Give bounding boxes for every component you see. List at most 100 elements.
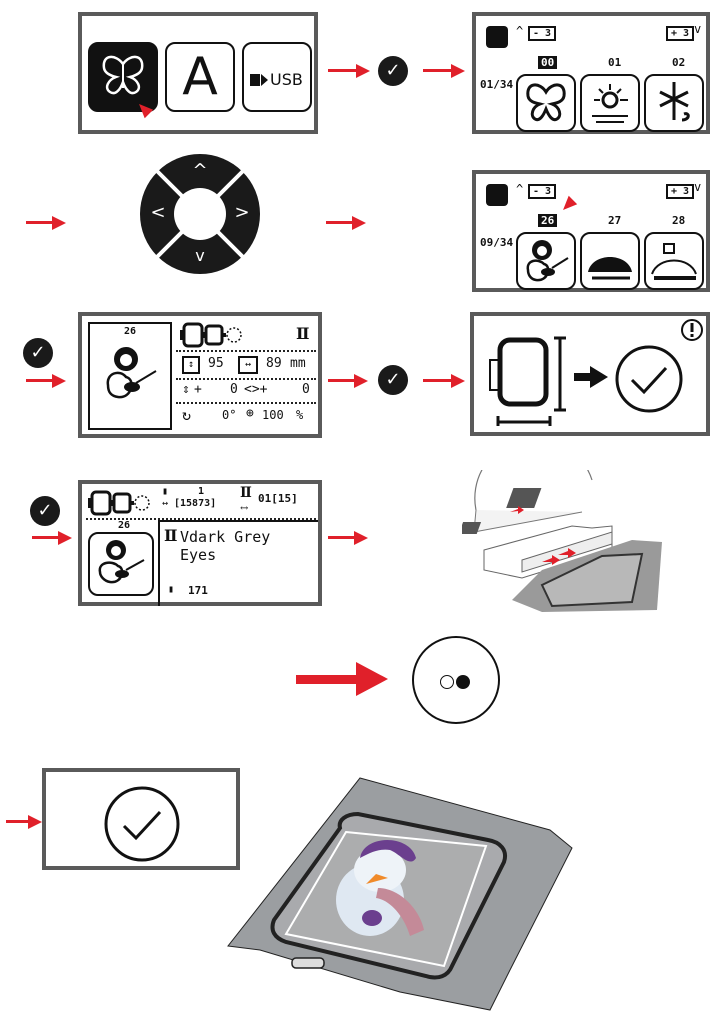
scroll-up-icon[interactable]: ^	[516, 24, 524, 38]
dpad-down-button[interactable]: v	[195, 246, 205, 265]
pointer-arrow-icon	[558, 195, 578, 215]
color-block-icon: Ⅱ↔	[240, 485, 252, 514]
sun-icon	[592, 84, 628, 123]
embroidery-mode-icon	[486, 26, 508, 48]
navigation-dpad: ^ v < >	[138, 152, 262, 276]
flow-arrow	[423, 64, 465, 78]
height-icon: ↕	[182, 356, 200, 374]
usb-button[interactable]: USB	[242, 42, 312, 112]
start-stop-button[interactable]	[412, 636, 500, 724]
design-number: 02	[672, 56, 686, 69]
zoom-value: 100	[262, 408, 284, 422]
minus-3-button[interactable]: - 3	[528, 26, 557, 41]
finished-embroidery-illustration	[227, 777, 573, 1011]
thread-number: 171	[188, 584, 208, 597]
design-number: 28	[672, 214, 686, 227]
design-number: 26	[538, 214, 558, 227]
lcd-finished	[42, 768, 240, 870]
scroll-down-icon[interactable]: v	[694, 180, 702, 194]
hoop-dimension-icon	[489, 336, 566, 426]
butterfly-icon	[102, 55, 144, 95]
flow-arrow	[423, 374, 465, 388]
butterfly-icon	[526, 83, 566, 122]
flow-arrow	[6, 815, 42, 829]
lcd-design-list-2: ^ - 3 + 3 v 09/34 26 27 28	[472, 170, 710, 292]
plus-3-button[interactable]: + 3	[666, 184, 695, 199]
start-arrow	[296, 662, 392, 696]
design-number: 00	[538, 56, 558, 69]
vertical-offset-icon: ⇕	[182, 382, 190, 397]
design-counter: 09/34	[480, 236, 514, 249]
flow-arrow	[328, 531, 368, 545]
design-number: 26	[117, 520, 131, 531]
design-number: 26	[123, 326, 137, 337]
horizontal-offset-label: <>+	[244, 382, 268, 397]
horizontal-offset-value: 0	[302, 382, 310, 397]
snowman-icon	[526, 240, 569, 282]
rotation-value: 0°	[222, 408, 237, 422]
landscape-icon	[588, 257, 632, 280]
open-circle-icon	[440, 675, 454, 689]
design-tile-butterfly[interactable]	[516, 74, 576, 132]
height-value: 95	[208, 356, 224, 371]
stitch-position: 1	[198, 486, 205, 497]
stitch-total: [15873]	[174, 498, 217, 509]
embroidery-mode-icon	[486, 184, 508, 206]
minus-3-button[interactable]: - 3	[528, 184, 557, 199]
hoop-size-icon	[88, 490, 150, 516]
design-number: 01	[608, 56, 622, 69]
needle-stitch-icon: ▮↔	[162, 486, 169, 509]
color-block-value: 01[15]	[258, 492, 298, 505]
scroll-up-icon[interactable]: ^	[516, 182, 524, 196]
dpad-up-button[interactable]: ^	[192, 160, 208, 181]
flow-arrow	[32, 531, 72, 545]
confirm-check-icon[interactable]	[102, 786, 182, 862]
zoom-unit: %	[296, 408, 304, 422]
flower-icon	[659, 82, 690, 122]
design-tile-snowman[interactable]	[516, 232, 576, 290]
flow-arrow	[328, 64, 370, 78]
design-counter: 01/34	[480, 78, 514, 91]
confirm-check-badge: ✓	[378, 365, 408, 395]
needle-mode-icon: Ⅱ	[296, 324, 310, 343]
flow-arrow	[26, 216, 66, 230]
thread-spool-icon: ▮	[168, 584, 175, 595]
zoom-icon: ⊕	[246, 406, 254, 421]
design-preview	[88, 532, 154, 596]
design-tile-flower[interactable]	[644, 74, 704, 132]
filled-circle-icon	[456, 675, 470, 689]
warning-icon	[681, 319, 703, 341]
confirm-check-icon[interactable]	[614, 344, 684, 414]
design-tile-sun[interactable]	[580, 74, 640, 132]
vertical-offset-label: +	[194, 382, 202, 397]
plus-3-button[interactable]: + 3	[666, 26, 695, 41]
mushroom-icon	[651, 243, 697, 280]
lcd-design-info: 26 Ⅱ ↕ 95 ↔ 89 mm ⇕ + 0 <>+ 0 ↻ 0° ⊕ 100…	[78, 312, 322, 438]
usb-plug-icon	[250, 73, 260, 86]
size-unit: mm	[290, 356, 306, 371]
width-value: 89	[266, 356, 282, 371]
hoop-size-icon	[180, 322, 242, 348]
scroll-down-icon[interactable]: v	[694, 22, 702, 36]
thread-name-line1: Vdark Grey	[180, 528, 271, 546]
right-arrow-icon	[574, 366, 608, 388]
lcd-hoop-check	[470, 312, 710, 436]
thread-name-line2: Eyes	[180, 546, 217, 564]
dpad-right-button[interactable]: >	[234, 202, 250, 223]
flow-arrow	[326, 216, 366, 230]
dpad-left-button[interactable]: <	[150, 202, 166, 223]
flow-arrow	[26, 374, 66, 388]
confirm-check-badge: ✓	[30, 496, 60, 526]
snowman-icon	[98, 540, 145, 584]
thread-info-panel: Ⅱ Vdark Grey Eyes ▮ 171	[158, 520, 318, 606]
letter-a-label: A	[182, 47, 218, 107]
vertical-offset-value: 0	[230, 382, 238, 397]
design-tile-mushroom[interactable]	[644, 232, 704, 290]
snowman-icon	[106, 347, 157, 399]
letter-mode-button[interactable]: A	[165, 42, 235, 112]
design-tile-landscape[interactable]	[580, 232, 640, 290]
lcd-design-list-1: ^ - 3 + 3 v 01/34 00 01 02	[472, 12, 710, 134]
embroidery-design-button[interactable]	[88, 42, 158, 119]
needle-mode-icon: Ⅱ	[164, 526, 178, 545]
design-number: 27	[608, 214, 622, 227]
